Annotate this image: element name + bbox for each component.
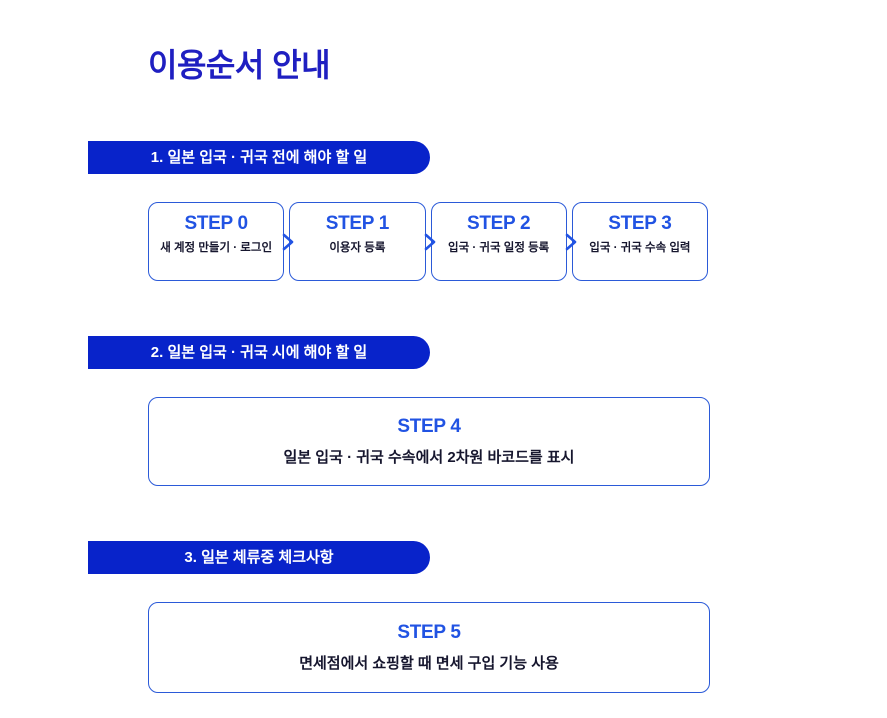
step-0-box: STEP 0 새 계정 만들기 · 로그인 <box>148 202 285 281</box>
step-2-label: STEP 2 <box>466 213 531 234</box>
step-1-desc: 이용자 등록 <box>329 242 386 254</box>
section-1-ribbon: 1. 일본 입국 · 귀국 전에 해야 할 일 <box>88 141 430 174</box>
step-0-desc: 새 계정 만들기 · 로그인 <box>160 242 273 254</box>
section-2-ribbon: 2. 일본 입국 · 귀국 시에 해야 할 일 <box>88 336 430 369</box>
step-4-box: STEP 4 일본 입국 · 귀국 수속에서 2차원 바코드를 표시 <box>148 397 710 486</box>
step-1-label: STEP 1 <box>325 213 390 234</box>
step-5-label: STEP 5 <box>397 622 461 643</box>
section-1-step-row: STEP 0 새 계정 만들기 · 로그인 STEP 1 이용자 등록 STEP… <box>148 202 708 281</box>
step-2-box: STEP 2 입국 · 귀국 일정 등록 <box>430 202 567 281</box>
step-5-box: STEP 5 면세점에서 쇼핑할 때 면세 구입 기능 사용 <box>148 602 710 693</box>
section-2-ribbon-label: 2. 일본 입국 · 귀국 시에 해야 할 일 <box>150 344 368 361</box>
section-3-ribbon-label: 3. 일본 체류중 체크사항 <box>184 549 334 566</box>
step-4-desc: 일본 입국 · 귀국 수속에서 2차원 바코드를 표시 <box>283 449 575 466</box>
step-5-desc: 면세점에서 쇼핑할 때 면세 구입 기능 사용 <box>299 655 559 672</box>
step-3-label: STEP 3 <box>608 213 672 234</box>
step-2-desc: 입국 · 귀국 일정 등록 <box>448 242 550 254</box>
step-3-desc: 입국 · 귀국 수속 입력 <box>589 242 691 254</box>
section-1-ribbon-label: 1. 일본 입국 · 귀국 전에 해야 할 일 <box>150 149 368 166</box>
page-title: 이용순서 안내 <box>148 47 331 83</box>
section-3-ribbon: 3. 일본 체류중 체크사항 <box>88 541 430 574</box>
step-4-label: STEP 4 <box>397 416 461 437</box>
step-0-label: STEP 0 <box>184 213 248 234</box>
step-1-box: STEP 1 이용자 등록 <box>289 202 426 281</box>
step-3-box: STEP 3 입국 · 귀국 수속 입력 <box>571 202 708 281</box>
